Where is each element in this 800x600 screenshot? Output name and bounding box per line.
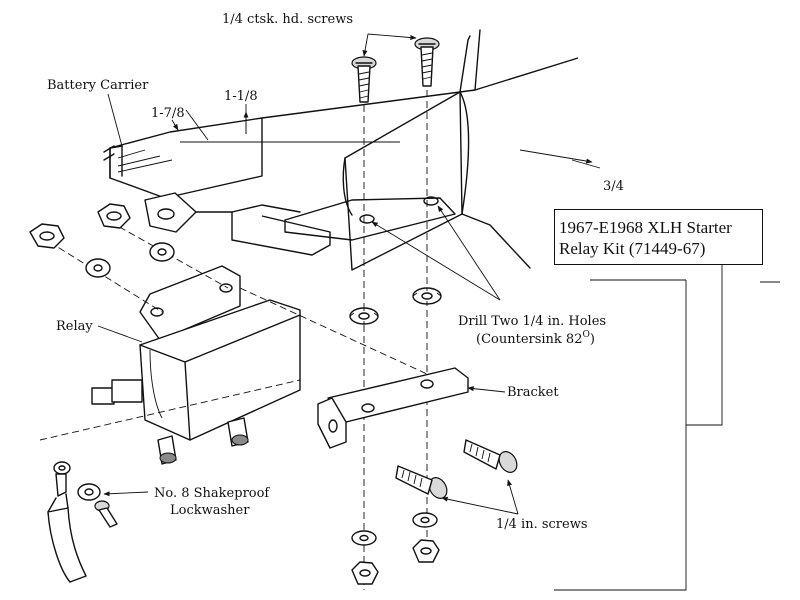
relay-leader <box>97 325 143 343</box>
drill-holes-leaders <box>371 205 501 301</box>
kit-box-connector <box>554 265 780 591</box>
star-washer-left-2 <box>149 242 175 262</box>
bracket-drawing <box>317 367 469 449</box>
battery-carrier-label: Battery Carrier <box>47 78 149 93</box>
ctsk-screw-leaders <box>362 33 417 57</box>
quarter-screws-label: 1/4 in. screws <box>496 517 588 532</box>
lockwasher-label-line1: No. 8 Shakeproof <box>154 486 270 501</box>
dim-1-1-8-label: 1-1/8 <box>224 89 258 104</box>
cable-with-ring-terminal <box>47 461 87 583</box>
kit-title-box: 1967-E1968 XLH Starter Relay Kit (71449-… <box>554 209 763 265</box>
bracket-leader <box>467 386 506 393</box>
shakeproof-lockwasher <box>77 483 101 501</box>
hex-nut-lower-left <box>351 561 379 585</box>
kit-title-line2: Relay Kit (71449-67) <box>559 239 706 258</box>
battery-carrier-leader <box>107 93 123 147</box>
hex-nut-top-left <box>29 223 65 249</box>
relay-label: Relay <box>56 319 93 334</box>
ctsk-screw-1 <box>351 56 377 103</box>
battery-carrier-drawing <box>103 29 579 271</box>
star-lockwasher-left <box>349 307 379 325</box>
drill-holes-label-line1: Drill Two 1/4 in. Holes <box>458 314 606 329</box>
relay-drawing <box>91 265 301 465</box>
star-lockwasher-right <box>412 287 442 305</box>
dim-1-7-8-label: 1-7/8 <box>151 106 185 121</box>
small-screw-no8 <box>94 500 118 528</box>
quarter-screw-2 <box>463 439 518 473</box>
lock-washer-lower-left <box>351 530 377 546</box>
hex-nut-lower-right <box>412 539 440 563</box>
ctsk-screw-2 <box>414 37 440 87</box>
kit-title-line1: 1967-E1968 XLH Starter <box>559 218 732 237</box>
lockwasher-leader <box>103 491 149 497</box>
ctsk-screws-label: 1/4 ctsk. hd. screws <box>222 12 353 27</box>
hex-nut-top-middle <box>97 203 131 229</box>
quarter-screw-leaders <box>441 479 519 515</box>
dim-3-4-label: 3/4 <box>603 179 624 194</box>
lockwasher-label-line2: Lockwasher <box>170 503 250 518</box>
quarter-screw-1 <box>395 465 448 499</box>
bracket-label: Bracket <box>507 385 559 400</box>
lock-washer-lower-right <box>412 512 438 528</box>
drill-holes-label-line2: (Countersink 82O) <box>476 330 595 347</box>
dimension-lines <box>171 104 601 169</box>
star-washer-left-1 <box>85 258 111 278</box>
